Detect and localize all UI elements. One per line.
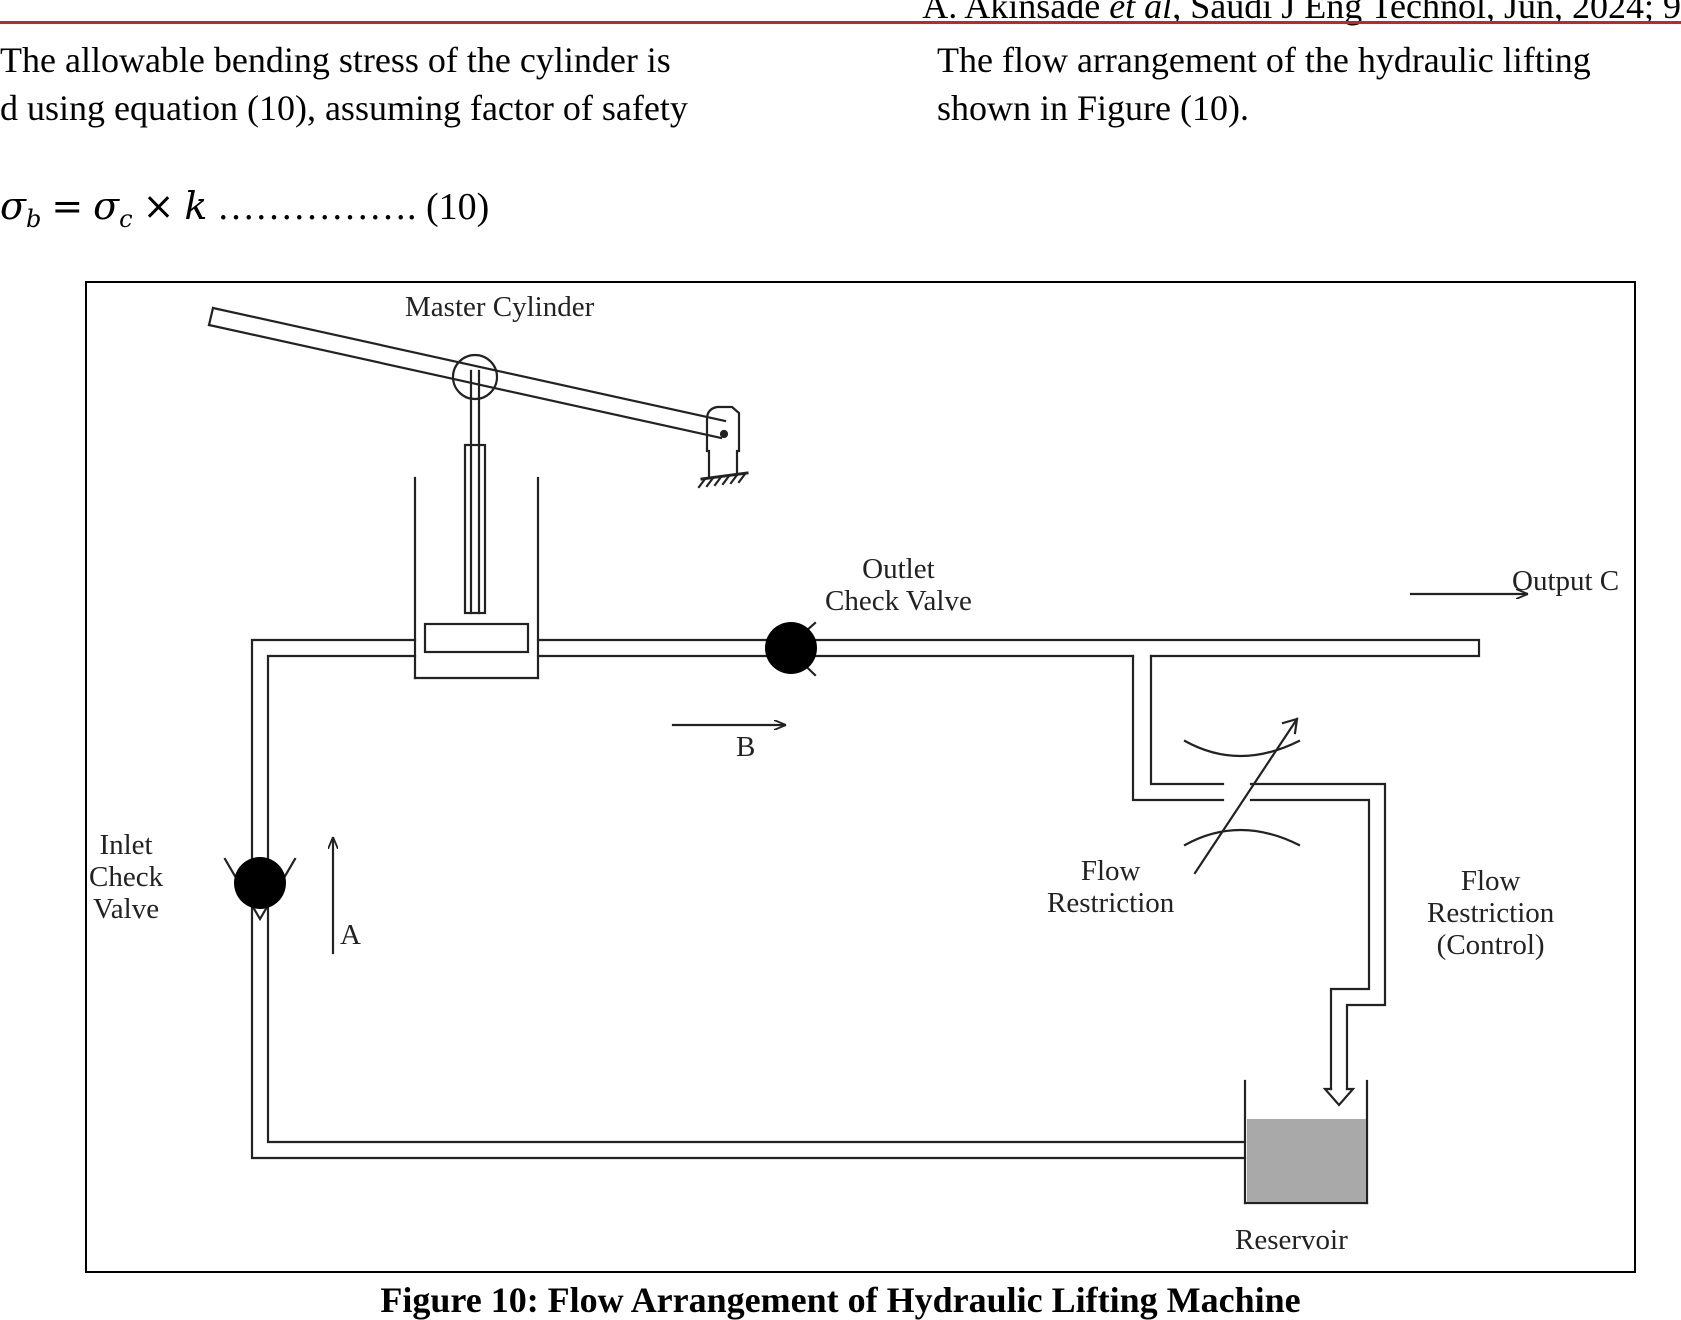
branch-pipe <box>1131 654 1387 1107</box>
hydraulic-diagram <box>207 306 1529 1205</box>
outlet-pipe <box>536 638 1481 658</box>
flow-restriction-symbol <box>1183 717 1301 875</box>
hydraulic-figure: Master Cylinder Outlet Check Valve Outpu… <box>85 281 1636 1273</box>
figure-caption: Figure 10: Flow Arrangement of Hydraulic… <box>380 1280 1301 1320</box>
equation-10: σb=σc×k ……………. (10) <box>0 184 490 233</box>
fulcrum-bracket <box>697 405 749 489</box>
reservoir-tank <box>1243 1079 1369 1205</box>
header-rule <box>0 21 1681 24</box>
label-master-cylinder: Master Cylinder <box>405 291 595 323</box>
label-flow-restriction-control: Flow Restriction (Control) <box>1427 865 1555 961</box>
label-inlet-check-valve: Inlet Check Valve <box>89 829 164 925</box>
label-reservoir: Reservoir <box>1235 1224 1348 1256</box>
lever-pin <box>451 353 499 401</box>
right-column-line-2: shown in Figure (10). <box>937 88 1249 128</box>
inlet-check-valve-ball <box>234 857 286 909</box>
reservoir-fluid <box>1247 1119 1366 1202</box>
label-outlet-check-valve: Outlet Check Valve <box>825 553 972 617</box>
master-cylinder-body <box>413 476 540 680</box>
label-b: B <box>736 731 756 763</box>
label-flow-restriction: Flow Restriction <box>1047 855 1175 919</box>
left-column-line-1: The allowable bending stress of the cyli… <box>0 40 671 80</box>
label-output: Output C <box>1512 565 1620 597</box>
right-column-line-1: The flow arrangement of the hydraulic li… <box>937 40 1591 80</box>
label-a: A <box>340 919 361 951</box>
piston-rod <box>463 369 487 615</box>
left-column-line-2: d using equation (10), assuming factor o… <box>0 88 688 128</box>
outlet-check-valve-ball <box>765 622 817 674</box>
lever-arm <box>207 306 727 440</box>
